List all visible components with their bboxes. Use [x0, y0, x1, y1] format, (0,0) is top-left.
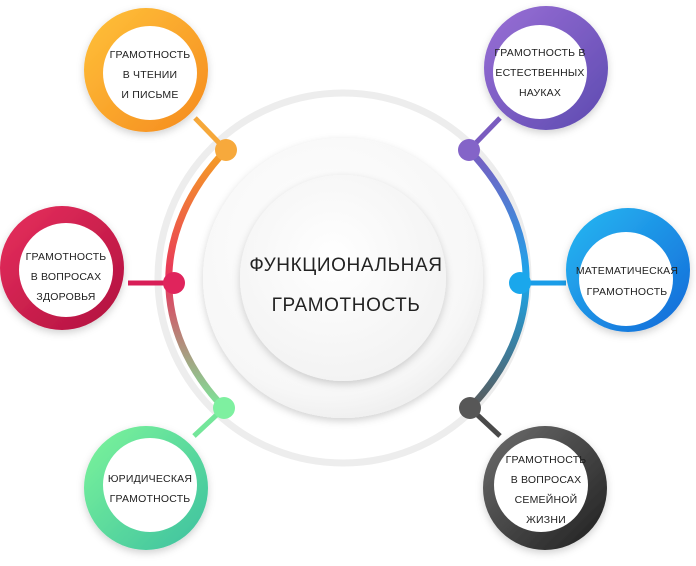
- dot-legal: [213, 397, 235, 419]
- node-science-inner: [493, 25, 587, 119]
- center-disk: [240, 175, 446, 381]
- node-legal-line2: ГРАМОТНОСТЬ: [110, 493, 191, 505]
- node-math-line1: МАТЕМАТИЧЕСКАЯ: [576, 265, 678, 277]
- dot-family: [459, 397, 481, 419]
- node-reading: ГРАМОТНОСТЬ В ЧТЕНИИ И ПИСЬМЕ: [84, 8, 208, 132]
- node-legal: ЮРИДИЧЕСКАЯ ГРАМОТНОСТЬ: [84, 426, 208, 550]
- node-reading-line2: В ЧТЕНИИ: [123, 69, 178, 81]
- node-reading-inner: [103, 26, 197, 120]
- node-family-inner: [494, 438, 588, 532]
- node-math-line2: ГРАМОТНОСТЬ: [587, 286, 668, 298]
- node-science-line2: ЕСТЕСТВЕННЫХ: [495, 67, 584, 79]
- node-science-line1: ГРАМОТНОСТЬ В: [494, 47, 585, 59]
- node-health-line1: ГРАМОТНОСТЬ: [26, 251, 107, 263]
- node-family-line3: СЕМЕЙНОЙ: [515, 493, 578, 506]
- dot-health: [163, 272, 185, 294]
- node-family: ГРАМОТНОСТЬ В ВОПРОСАХ СЕМЕЙНОЙ ЖИЗНИ: [483, 426, 607, 550]
- node-family-line1: ГРАМОТНОСТЬ: [506, 454, 587, 466]
- node-family-line4: ЖИЗНИ: [526, 514, 566, 526]
- node-science: ГРАМОТНОСТЬ В ЕСТЕСТВЕННЫХ НАУКАХ: [484, 6, 608, 130]
- node-health-line2: В ВОПРОСАХ: [31, 271, 102, 283]
- node-family-line2: В ВОПРОСАХ: [511, 474, 582, 486]
- node-math-inner: [579, 232, 673, 326]
- center-title-line1: ФУНКЦИОНАЛЬНАЯ: [249, 255, 442, 276]
- node-reading-line1: ГРАМОТНОСТЬ: [110, 49, 191, 61]
- dot-math: [509, 272, 531, 294]
- node-math: МАТЕМАТИЧЕСКАЯ ГРАМОТНОСТЬ: [566, 208, 690, 332]
- center-title-line2: ГРАМОТНОСТЬ: [272, 295, 421, 316]
- dot-reading: [215, 139, 237, 161]
- node-health: ГРАМОТНОСТЬ В ВОПРОСАХ ЗДОРОВЬЯ: [0, 206, 124, 330]
- node-health-inner: [19, 223, 113, 317]
- dot-science: [458, 139, 480, 161]
- node-legal-line1: ЮРИДИЧЕСКАЯ: [108, 473, 192, 485]
- node-health-line3: ЗДОРОВЬЯ: [36, 291, 95, 303]
- node-legal-inner: [103, 438, 197, 532]
- node-reading-line3: И ПИСЬМЕ: [121, 89, 178, 101]
- node-science-line3: НАУКАХ: [519, 87, 561, 99]
